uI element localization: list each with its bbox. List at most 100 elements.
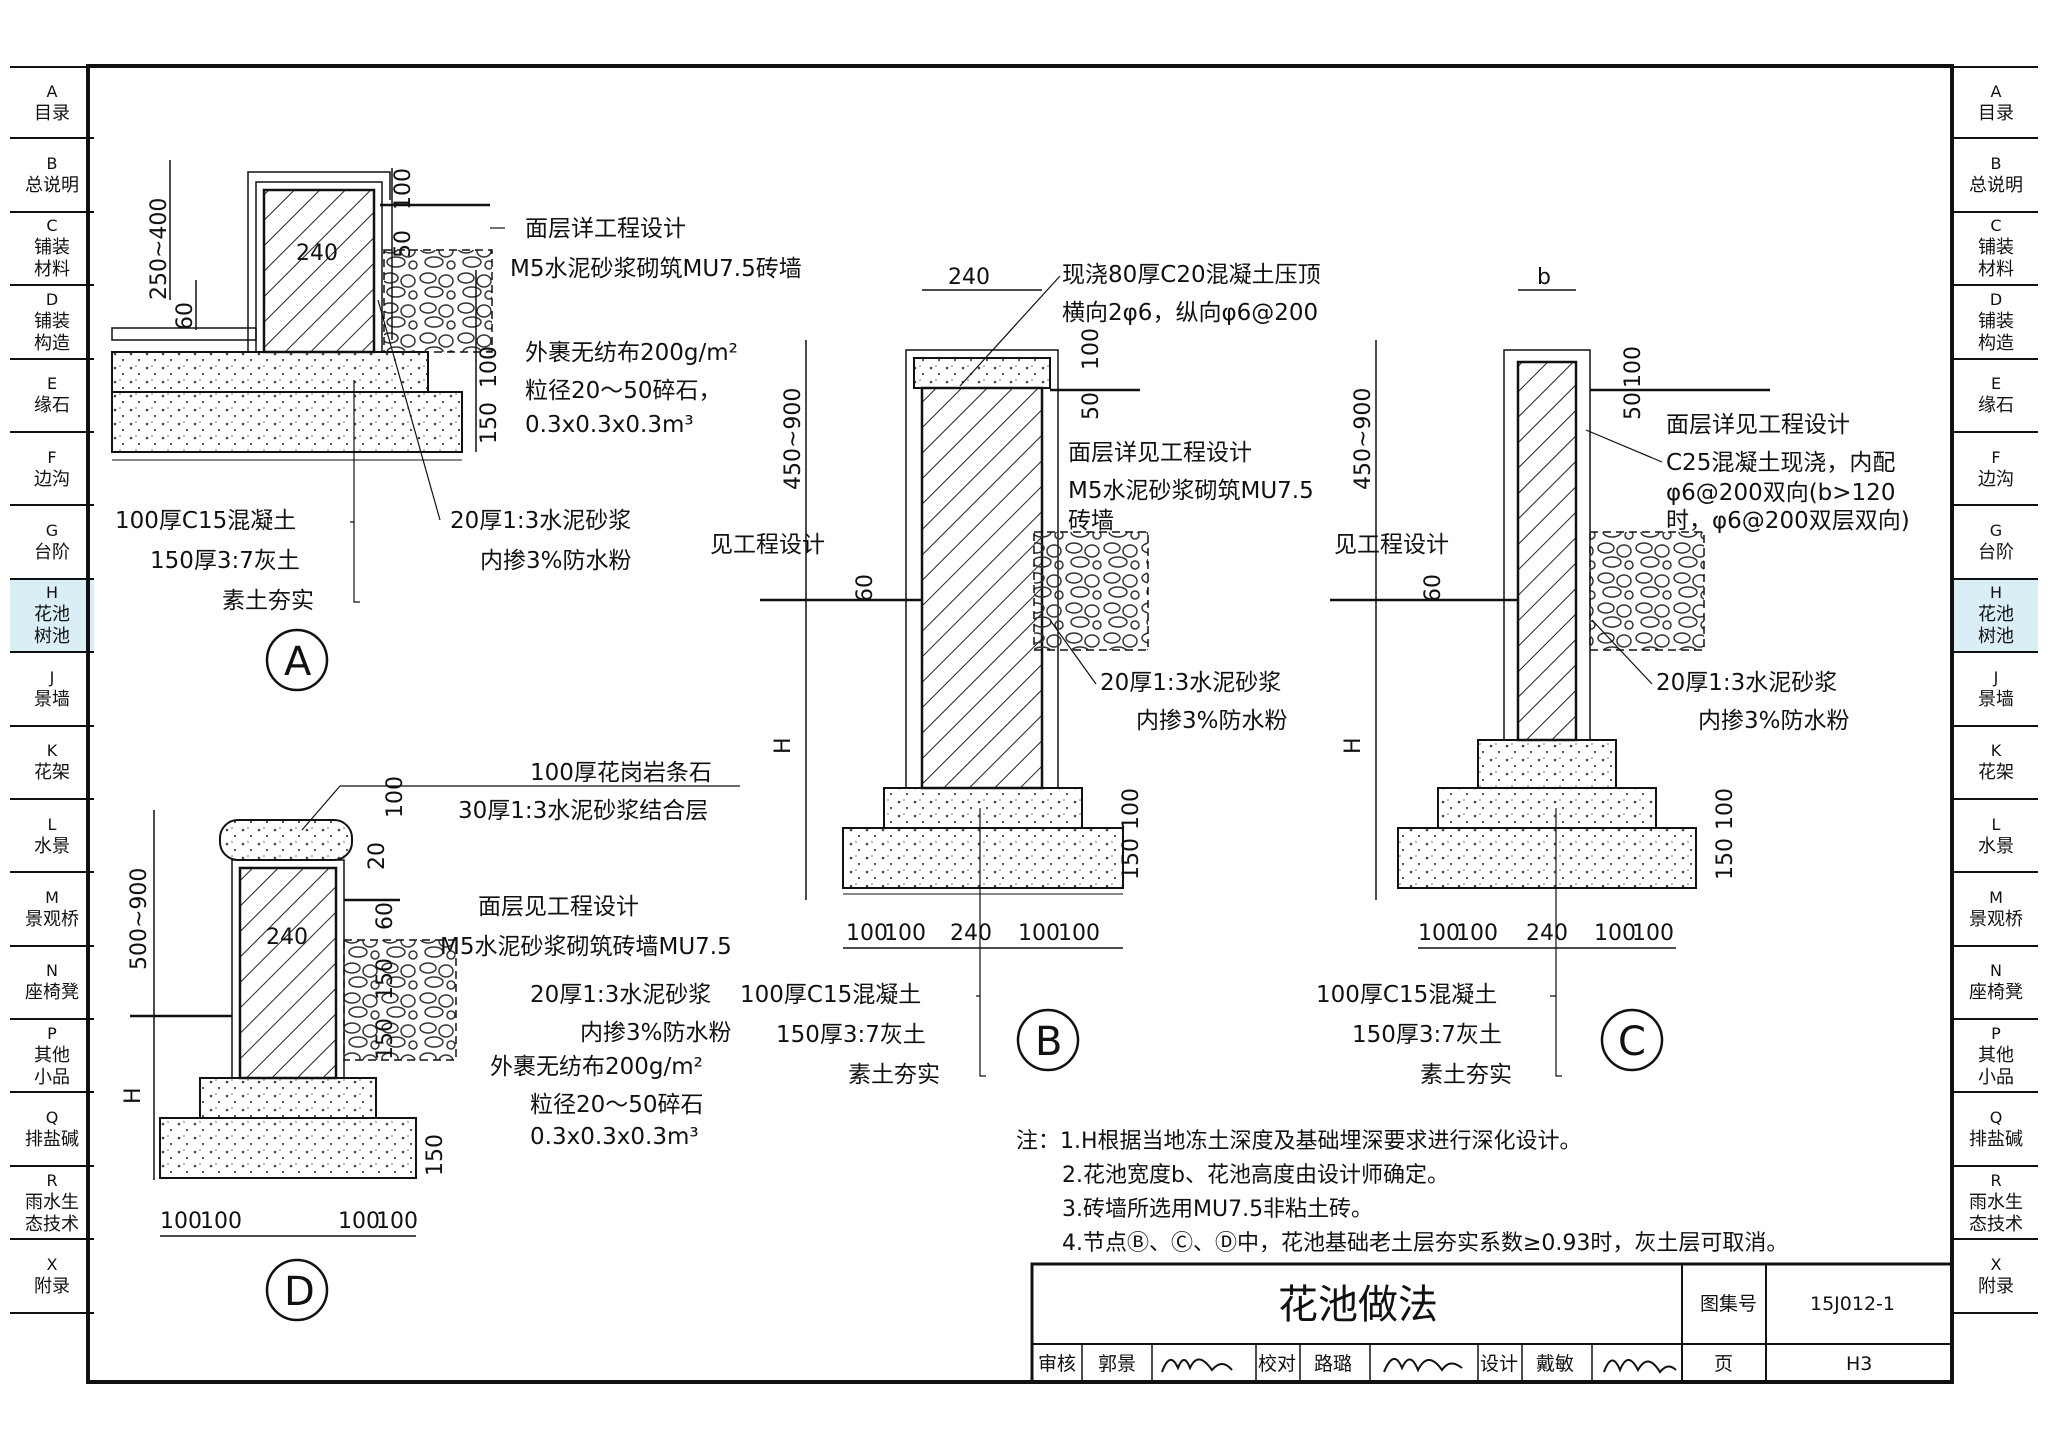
dim-d-h: H	[121, 1087, 146, 1104]
tab-label: 座椅凳	[1969, 982, 2023, 1004]
tab-code: X	[46, 1254, 58, 1274]
dim-d-100: 100	[383, 776, 408, 818]
label-d-mortar: 20厚1:3水泥砂浆	[530, 982, 711, 1008]
reviewer-name: 郭景	[1098, 1353, 1136, 1375]
tab-label: 其他	[34, 1044, 70, 1066]
dim-d-150-side: 150	[423, 1134, 448, 1176]
dim-a-50: 50	[391, 230, 416, 258]
tab-label: 小品	[1978, 1066, 2014, 1088]
label-b-soil: 素土夯实	[848, 1062, 940, 1088]
tab-label: 材料	[1978, 259, 2014, 281]
label-d-wall: M5水泥砂浆砌筑砖墙MU7.5	[440, 934, 732, 960]
note-2: 2.花池宽度b、花池高度由设计师确定。	[1062, 1163, 1449, 1188]
tab-code: F	[47, 447, 57, 467]
tab-label: 台阶	[1978, 542, 2014, 564]
atlas-number: 15J012-1	[1810, 1293, 1895, 1315]
tab-label: 总说明	[25, 175, 79, 197]
tab-label: 台阶	[34, 542, 70, 564]
marker-b	[1016, 1008, 1080, 1072]
designer-signature	[1603, 1359, 1677, 1374]
dim-c-height: 450~900	[1351, 388, 1376, 490]
tab-code: K	[1990, 741, 2002, 761]
marker-c	[1600, 1008, 1664, 1072]
tab-label: 景墙	[34, 688, 70, 710]
tab-code: C	[1990, 216, 2002, 236]
dim-c-60: 60	[1421, 574, 1446, 602]
note-3: 3.砖墙所选用MU7.5非粘土砖。	[1062, 1197, 1373, 1222]
label-d-surface: 面层见工程设计	[478, 894, 639, 920]
tab-code: A	[1990, 81, 2002, 101]
label-a-gravel-size: 0.3x0.3x0.3m³	[525, 412, 694, 438]
label-b-concrete: 100厚C15混凝土	[740, 982, 921, 1008]
tab-code: B	[1990, 154, 2002, 174]
tab-code: F	[1991, 447, 2001, 467]
drawing-title: 花池做法	[1278, 1282, 1438, 1328]
note-4: 4.节点Ⓑ、Ⓒ、Ⓓ中，花池基础老土层夯实系数≥0.93时，灰土层可取消。	[1062, 1231, 1788, 1256]
tab-code: A	[46, 81, 58, 101]
dim-b-60: 60	[853, 574, 878, 602]
tab-code: N	[46, 961, 58, 981]
label-b-see-design: 见工程设计	[710, 532, 825, 558]
label-c-lime: 150厚3:7灰土	[1352, 1022, 1502, 1048]
checker-signature	[1383, 1358, 1463, 1373]
tab-code: E	[46, 374, 58, 394]
dim-b-base-4: 100	[1018, 921, 1060, 946]
tab-code: C	[46, 216, 58, 236]
detail-a: 250~400 240 60 100 50 100 150 面层详工程设计 M5…	[111, 160, 802, 692]
tab-label: 缘石	[1978, 395, 2014, 417]
tab-label: 目录	[34, 102, 70, 124]
tab-label: 小品	[34, 1066, 70, 1088]
tab-code: D	[1989, 289, 2003, 309]
label-b-wall-2: 砖墙	[1068, 508, 1114, 534]
label-a-gravel: 粒径20～50碎石，	[525, 378, 722, 404]
page-label: 页	[1714, 1353, 1733, 1375]
dim-c-50: 50	[1621, 392, 1646, 420]
tab-code: D	[45, 289, 59, 309]
tab-label: 景墙	[1978, 688, 2014, 710]
label-b-mortar: 20厚1:3水泥砂浆	[1100, 670, 1281, 696]
label-c-rebar: φ6@200双向(b>120	[1666, 480, 1895, 506]
designer-name: 戴敏	[1536, 1353, 1574, 1375]
label-a-surface: 面层详工程设计	[525, 216, 686, 242]
dim-d-height: 500~900	[127, 868, 152, 970]
label-b-surface: 面层详见工程设计	[1068, 440, 1252, 466]
dim-b-width: 240	[948, 265, 990, 290]
dim-c-150-side: 150	[1713, 838, 1738, 880]
tab-code: G	[45, 521, 59, 541]
